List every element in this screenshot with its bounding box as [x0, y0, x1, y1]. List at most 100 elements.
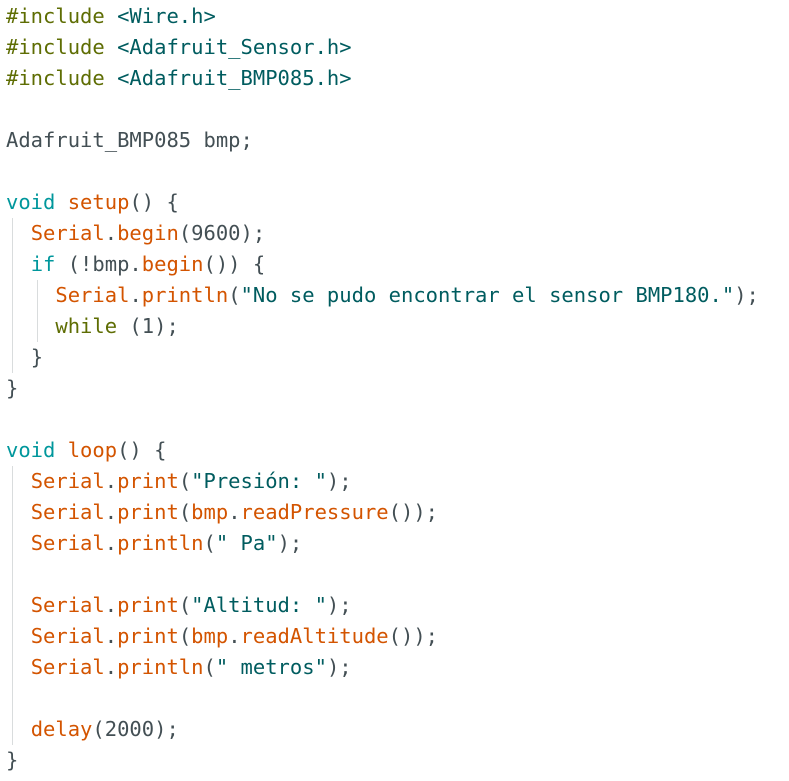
code-token: "No se pudo encontrar el sensor BMP180." [240, 283, 735, 307]
code-token: ()); [388, 500, 439, 524]
code-token: begin [117, 221, 179, 245]
code-token: ( [178, 624, 192, 648]
code-line: #include <Adafruit_BMP085.h> [6, 63, 352, 94]
code-line [6, 559, 31, 590]
code-token: . [129, 283, 142, 307]
indent-space [6, 717, 31, 741]
code-token: ); [277, 531, 303, 555]
code-token: <Adafruit_BMP085.h> [117, 66, 352, 90]
code-token: . [104, 624, 118, 648]
code-token: . [104, 500, 118, 524]
code-token: . [104, 221, 118, 245]
code-token: . [104, 593, 118, 617]
code-token: Serial [30, 624, 105, 648]
code-token: } [30, 345, 44, 369]
code-token: begin [141, 252, 204, 276]
code-token: ( [203, 531, 216, 555]
code-line: Serial.begin(9600); [6, 218, 266, 249]
code-token: loop [67, 438, 118, 462]
code-token: () { [129, 190, 179, 214]
code-token: . [228, 624, 241, 648]
code-line: } [6, 745, 18, 776]
code-token: delay [30, 717, 93, 741]
code-token: void [6, 190, 56, 214]
indent-space [6, 686, 31, 710]
code-line: Serial.print(bmp.readAltitude()); [6, 621, 438, 652]
code-token [105, 4, 117, 28]
code-line: #include <Wire.h> [6, 1, 216, 32]
code-token: . [104, 655, 118, 679]
indent-space [6, 655, 31, 679]
code-token: print [117, 469, 179, 493]
code-token: println [141, 283, 229, 307]
code-token: setup [67, 190, 130, 214]
code-token: println [117, 531, 204, 555]
code-token [55, 190, 67, 214]
code-token: Serial [30, 655, 105, 679]
indent-space [6, 283, 55, 307]
code-line: Serial.print("Altitud: "); [6, 590, 352, 621]
code-token: #include [6, 35, 105, 59]
code-token: print [117, 624, 179, 648]
code-token: readAltitude [240, 624, 389, 648]
code-line: Adafruit_BMP085 bmp; [6, 125, 253, 156]
code-line: Serial.print(bmp.readPressure()); [6, 497, 438, 528]
code-line: while (1); [6, 311, 179, 342]
indent-space [6, 531, 31, 555]
code-token: (1); [117, 314, 179, 338]
indent-guide-line [12, 218, 13, 373]
code-token: (!bmp. [55, 252, 142, 276]
code-token: Adafruit_BMP085 bmp; [6, 128, 253, 152]
code-token: "Altitud: " [191, 593, 327, 617]
indent-space [6, 593, 31, 617]
code-token: #include [6, 4, 105, 28]
code-token: ( [178, 593, 192, 617]
indent-space [6, 314, 55, 338]
indent-space [6, 252, 31, 276]
code-token: () { [117, 438, 167, 462]
code-line: void setup() { [6, 187, 179, 218]
code-token: Serial [30, 500, 105, 524]
code-token: #include [6, 66, 105, 90]
code-token: . [104, 531, 118, 555]
code-token: ); [734, 283, 759, 307]
code-token: Serial [55, 283, 130, 307]
code-token [105, 35, 117, 59]
code-line: Serial.println("No se pudo encontrar el … [6, 280, 759, 311]
code-token: . [104, 469, 118, 493]
indent-space [6, 345, 31, 369]
code-token: bmp [191, 624, 229, 648]
code-token: ( [228, 283, 241, 307]
code-token: ( [203, 655, 216, 679]
code-token: } [6, 376, 19, 400]
code-token [55, 438, 67, 462]
code-token: . [228, 500, 241, 524]
code-line [6, 683, 31, 714]
code-token: } [6, 748, 19, 772]
code-token: while [55, 314, 118, 338]
code-line: Serial.println(" Pa"); [6, 528, 303, 559]
code-token: readPressure [240, 500, 389, 524]
code-token: if [30, 252, 56, 276]
indent-space [6, 469, 31, 493]
code-token: Serial [30, 593, 105, 617]
code-token: ( [178, 500, 192, 524]
code-token: Serial [30, 221, 105, 245]
code-token: "Presión: " [191, 469, 327, 493]
indent-guide-line [36, 280, 38, 342]
code-token: ()) { [203, 252, 266, 276]
code-token: print [117, 593, 179, 617]
code-token [105, 66, 117, 90]
code-token: " Pa" [215, 531, 278, 555]
code-token: bmp [191, 500, 229, 524]
code-line: void loop() { [6, 435, 166, 466]
code-token: ); [326, 469, 352, 493]
code-token: ()); [388, 624, 439, 648]
code-line: } [6, 373, 18, 404]
indent-space [6, 562, 31, 586]
code-token: Serial [30, 531, 105, 555]
code-token: println [117, 655, 204, 679]
indent-space [6, 624, 31, 648]
indent-space [6, 221, 31, 245]
